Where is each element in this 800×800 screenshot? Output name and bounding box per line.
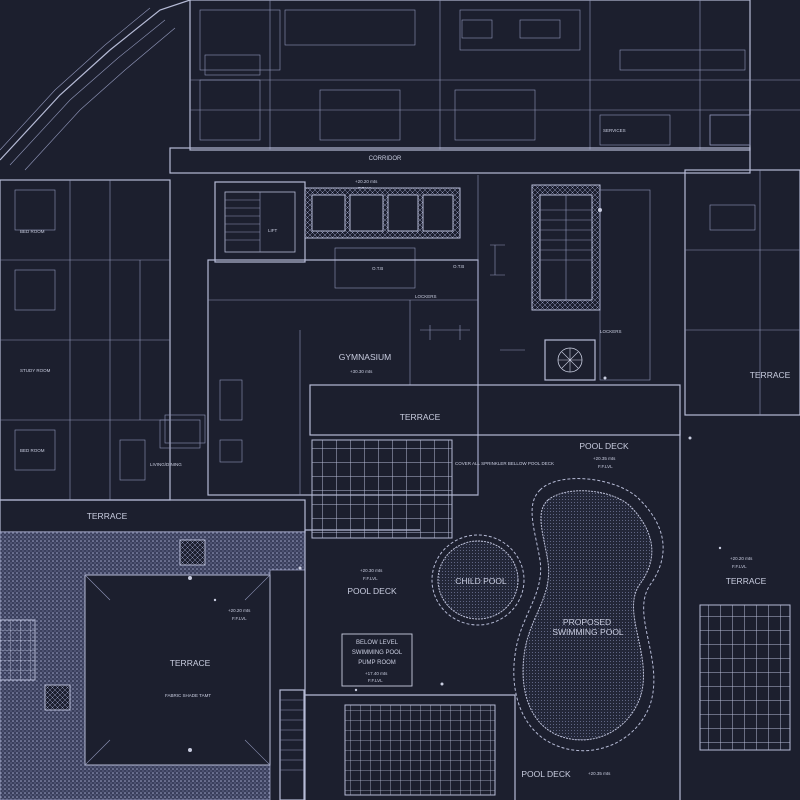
pool-deck-bottom-label: POOL DECK: [521, 769, 571, 779]
diagonal-facade: [0, 0, 191, 171]
pump-room-ffl: F.F.LVL: [368, 678, 383, 683]
pump-room-box: BELOW LEVEL SWIMMING POOL PUMP ROOM +17.…: [341, 633, 413, 687]
pergola-lower: [344, 704, 496, 796]
level-20-label: +20.20 mts: [228, 608, 251, 613]
otb-2-label: O.T.B: [453, 264, 464, 269]
ffl-right: F.F.LVL: [732, 564, 747, 569]
level-2020-right: +20.20 mts: [730, 556, 753, 561]
terrace-lower-right-label: TERRACE: [726, 576, 767, 586]
ffl-label: F.F.LVL: [232, 616, 247, 621]
pool-deck: POOL DECK +20.35 mts F.F.LVL POOL DECK +…: [304, 430, 767, 800]
child-pool-label: CHILD POOL: [455, 576, 507, 586]
pergola-right: [699, 604, 791, 751]
lockers-2-label: LOCKERS: [600, 329, 622, 334]
terrace-lower-left-label: TERRACE: [170, 658, 211, 668]
right-apartments: TERRACE: [684, 114, 800, 416]
pump-room-line-3: PUMP ROOM: [358, 660, 396, 666]
proposed-pool-label-2: SWIMMING POOL: [552, 627, 624, 637]
proposed-swimming-pool: [522, 490, 653, 741]
level-top-value: +20.20 mts: [355, 179, 378, 184]
sprinkler-note: COVER ALL SPRINKLER BELLOW POOL DECK: [455, 461, 554, 466]
pump-room-level: +17.40 mts: [365, 671, 388, 676]
upper-apartments: [189, 0, 800, 151]
level-2035-label: +20.35 mts: [593, 456, 616, 461]
terrace-middle: TERRACE COVER ALL SPRINKLER BELLOW POOL …: [309, 384, 681, 466]
proposed-pool-label-1: PROPOSED: [563, 617, 611, 627]
lift-label: LIFT: [268, 228, 278, 233]
services-label: SERVICES: [603, 128, 626, 133]
pump-room-line-1: BELOW LEVEL: [356, 640, 399, 646]
corridor-label: CORRIDOR: [369, 156, 402, 162]
level-2030-label: +20.30 mts: [360, 568, 383, 573]
toilet-block: O.T.B LOCKERS: [304, 187, 461, 299]
bed-room-label: BED ROOM: [20, 229, 45, 234]
gymnasium-label: GYMNASIUM: [339, 352, 391, 362]
ffl-mid-label: F.F.LVL: [363, 576, 378, 581]
terrace-left-label: TERRACE: [87, 511, 128, 521]
pool-deck-mid-label: POOL DECK: [347, 586, 397, 596]
terrace-mid-label: TERRACE: [400, 412, 441, 422]
right-stair-core: LOCKERS SERVICES: [531, 128, 651, 381]
pool-deck-top-label: POOL DECK: [579, 441, 629, 451]
grid-markers: [188, 208, 722, 752]
lower-stair: [279, 689, 305, 800]
ffl-2-label: F.F.LVL: [598, 464, 613, 469]
living-label: LIVING/DINING: [150, 462, 182, 467]
landscape-planters: TERRACE FABRIC SHADE TAMT +20.20 mts F.F…: [0, 531, 306, 800]
bed-room-2-label: BED ROOM: [20, 448, 45, 453]
gym-level-label: +30.30 mts: [350, 369, 373, 374]
lockers-label: LOCKERS: [415, 294, 437, 299]
study-room-label: STUDY ROOM: [20, 368, 51, 373]
child-pool: [437, 540, 519, 620]
pergola-upper: [311, 439, 453, 539]
stair-core: LIFT: [214, 181, 306, 263]
otb-label: O.T.B: [372, 266, 383, 271]
fabric-shade-label: FABRIC SHADE TAMT: [165, 693, 211, 698]
terrace-right-label: TERRACE: [750, 370, 791, 380]
pump-room-line-2: SWIMMING POOL: [352, 650, 403, 656]
pools: CHILD POOL PROPOSED SWIMMING POOL: [431, 478, 664, 752]
level-2035-bottom: +20.35 mts: [588, 771, 611, 776]
